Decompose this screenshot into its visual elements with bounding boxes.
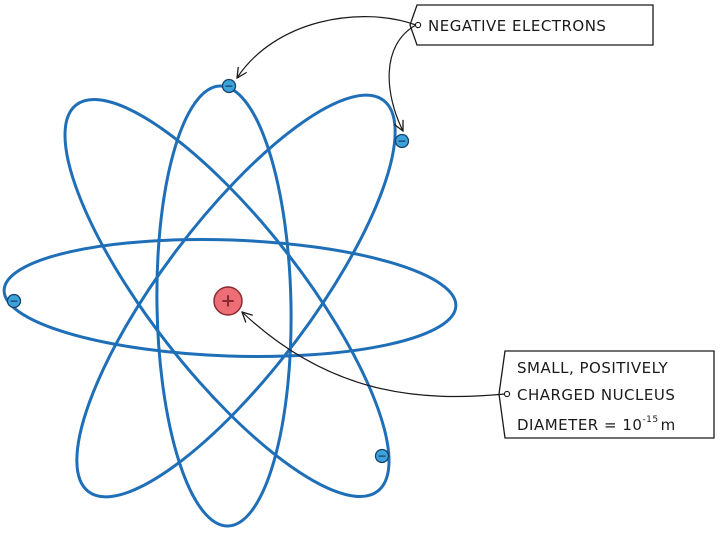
electron-left: − bbox=[6, 293, 22, 309]
electrons-label: NEGATIVE ELECTRONS bbox=[428, 17, 606, 35]
arrow-to-nucleus bbox=[242, 312, 506, 398]
nucleus-label-box bbox=[498, 350, 715, 439]
callout-anchor-dot bbox=[503, 390, 511, 398]
minus-sign-icon: − bbox=[397, 135, 406, 148]
minus-sign-icon: − bbox=[9, 295, 18, 308]
electron-top: − bbox=[221, 78, 237, 94]
nucleus-label-line2: CHARGED NUCLEUS bbox=[517, 386, 675, 404]
electrons-callout: NEGATIVE ELECTRONS bbox=[237, 4, 654, 131]
callout-anchor-dot bbox=[414, 21, 422, 29]
orbits bbox=[2, 84, 458, 528]
minus-sign-icon: − bbox=[224, 80, 233, 93]
arrow-to-top-electron bbox=[237, 16, 417, 78]
arrow-to-right-electron bbox=[388, 24, 417, 131]
orbit-diagonal-left bbox=[63, 97, 391, 499]
nucleus-callout: SMALL, POSITIVELY CHARGED NUCLEUS DIAMET… bbox=[242, 312, 715, 439]
orbit-vertical bbox=[155, 84, 293, 528]
orbit-diagonal-right bbox=[75, 93, 397, 499]
electrons-label-box bbox=[409, 4, 654, 46]
plus-sign-icon: + bbox=[220, 291, 235, 312]
electron-lower-right: − bbox=[374, 448, 390, 464]
nucleus-circle bbox=[213, 286, 243, 316]
orbit-horizontal bbox=[2, 238, 458, 358]
nucleus: + bbox=[213, 286, 243, 316]
nucleus-label-line1: SMALL, POSITIVELY bbox=[517, 359, 668, 377]
minus-sign-icon: − bbox=[377, 450, 386, 463]
electron-upper-right: − bbox=[394, 133, 410, 149]
electrons: − − − − bbox=[6, 78, 410, 464]
